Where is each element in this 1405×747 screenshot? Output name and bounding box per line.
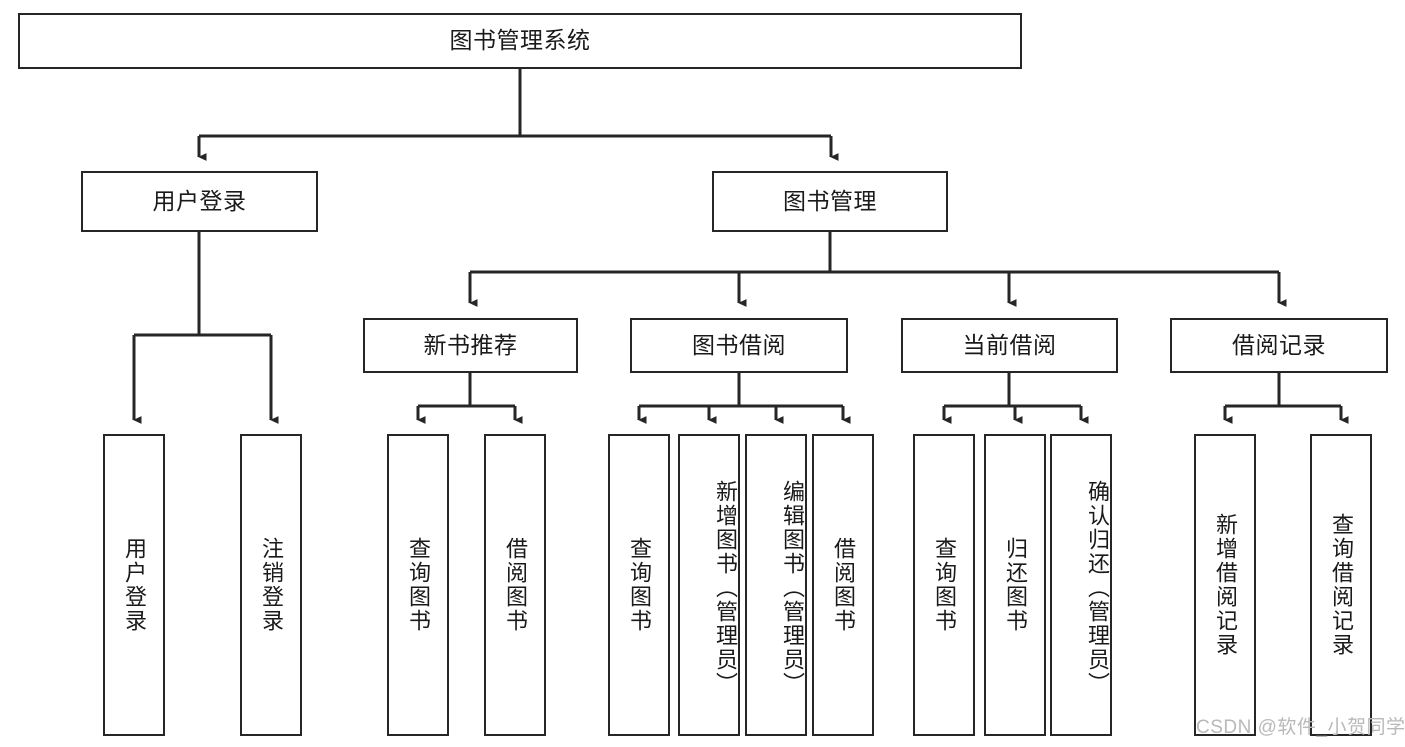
node-leaf-query-borrow-record-label: 查询借阅记录: [1328, 513, 1354, 657]
node-leaf-query-borrow-record[interactable]: 查询借阅记录: [1310, 434, 1372, 736]
node-leaf-user-login[interactable]: 用户登录: [103, 434, 165, 736]
edge-userlogin-to-leaves: [132, 232, 279, 424]
edge-currentborrow-to-leaves: [942, 373, 1089, 424]
node-leaf-borrow-book-2[interactable]: 借阅图书: [812, 434, 874, 736]
node-leaf-user-login-label: 用户登录: [121, 537, 147, 633]
node-current-borrow[interactable]: 当前借阅: [901, 318, 1118, 373]
edge-root-to-level2: [197, 69, 839, 161]
node-book-borrow-label: 图书借阅: [692, 331, 786, 358]
node-leaf-add-book[interactable]: 新增图书（管理员）: [678, 434, 740, 736]
node-leaf-confirm-return-label: 确认归还（管理员）: [1085, 480, 1110, 696]
node-user-login[interactable]: 用户登录: [81, 171, 318, 232]
node-leaf-add-book-label: 新增图书（管理员）: [713, 480, 738, 696]
node-book-management[interactable]: 图书管理: [712, 171, 948, 232]
node-new-book-recommend[interactable]: 新书推荐: [363, 318, 578, 373]
node-leaf-query-book-3-label: 查询图书: [931, 537, 957, 633]
node-root-label: 图书管理系统: [449, 27, 591, 54]
node-leaf-borrow-book-1[interactable]: 借阅图书: [484, 434, 546, 736]
node-leaf-borrow-book-2-label: 借阅图书: [830, 537, 856, 633]
node-leaf-borrow-book-1-label: 借阅图书: [502, 537, 528, 633]
node-leaf-user-logout[interactable]: 注销登录: [240, 434, 302, 736]
node-user-login-label: 用户登录: [152, 187, 247, 214]
node-book-management-label: 图书管理: [783, 187, 877, 214]
node-leaf-return-book[interactable]: 归还图书: [984, 434, 1046, 736]
node-leaf-add-borrow-record[interactable]: 新增借阅记录: [1194, 434, 1256, 736]
node-new-book-recommend-label: 新书推荐: [423, 331, 518, 358]
node-leaf-query-book-2[interactable]: 查询图书: [608, 434, 670, 736]
node-leaf-confirm-return[interactable]: 确认归还（管理员）: [1050, 434, 1112, 736]
node-leaf-user-logout-label: 注销登录: [258, 537, 284, 633]
node-current-borrow-label: 当前借阅: [962, 331, 1057, 358]
node-leaf-edit-book-label: 编辑图书（管理员）: [780, 480, 805, 696]
node-leaf-edit-book[interactable]: 编辑图书（管理员）: [745, 434, 807, 736]
node-leaf-query-book-1-label: 查询图书: [405, 537, 431, 633]
node-leaf-return-book-label: 归还图书: [1002, 537, 1028, 633]
edge-bookmgmt-to-level3: [468, 232, 1287, 307]
edge-bookborrow-to-leaves: [637, 373, 851, 424]
node-borrow-record-label: 借阅记录: [1232, 331, 1326, 358]
csdn-watermark: CSDN @软件_小贺同学: [1196, 717, 1405, 738]
node-leaf-query-book-3[interactable]: 查询图书: [913, 434, 975, 736]
node-root[interactable]: 图书管理系统: [18, 13, 1022, 69]
node-leaf-query-book-2-label: 查询图书: [626, 537, 652, 633]
node-leaf-add-borrow-record-label: 新增借阅记录: [1212, 513, 1238, 657]
edge-newbook-to-leaves: [416, 373, 523, 424]
node-leaf-query-book-1[interactable]: 查询图书: [387, 434, 449, 736]
edge-borrowrecord-to-leaves: [1223, 373, 1349, 424]
node-borrow-record[interactable]: 借阅记录: [1170, 318, 1388, 373]
node-book-borrow[interactable]: 图书借阅: [630, 318, 848, 373]
